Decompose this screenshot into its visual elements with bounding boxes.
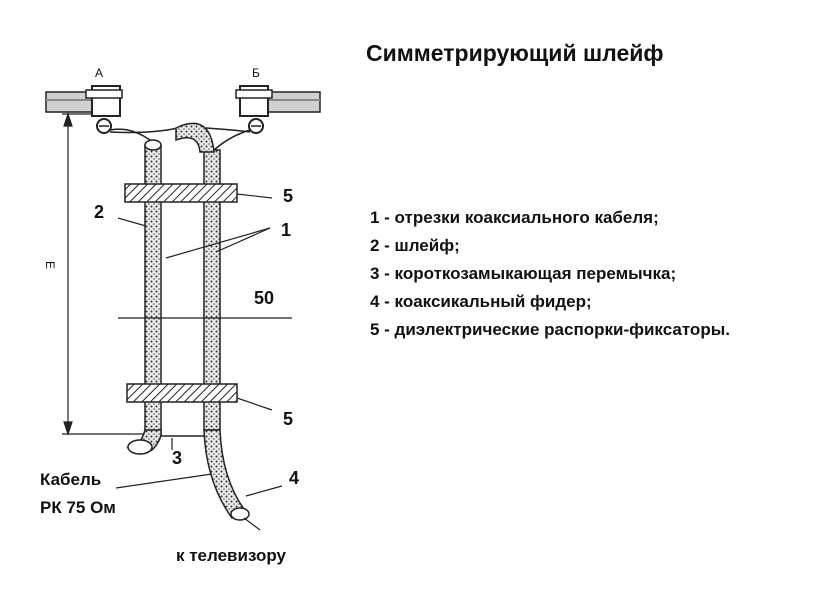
spacer-top: [124, 183, 238, 203]
label-to-tv: к телевизору: [176, 546, 286, 565]
feeder-arrow: [243, 517, 261, 531]
legend-item-1: 1 - отрезки коаксиального кабеля;: [370, 208, 659, 227]
legend-list: 1 - отрезки коаксиального кабеля; 2 - шл…: [370, 204, 730, 344]
label-terminal-b: Б: [252, 66, 260, 80]
top-arch: [175, 122, 215, 153]
cable-label-line2: РК 75 Ом: [40, 498, 116, 517]
connection-wires: [109, 127, 251, 151]
clamp-b: [235, 85, 273, 134]
callout-5-bottom: 5: [283, 409, 294, 429]
cable-label-line1: Кабель: [40, 470, 102, 489]
feeder-end: [230, 507, 250, 521]
legend-item-3: 3 - короткозамыкающая перемычка;: [370, 264, 677, 283]
label-terminal-a: А: [95, 66, 104, 80]
callout-5-top: 5: [283, 186, 294, 206]
length-dimension: [62, 112, 150, 436]
page-title: Симметрирующий шлейф: [366, 40, 664, 66]
loop-end: [127, 439, 153, 455]
legend-item-2: 2 - шлейф;: [370, 236, 460, 255]
legend-item-4: 4 - коаксикальный фидер;: [370, 292, 592, 311]
spacer-bottom: [126, 383, 238, 403]
callout-4: 4: [289, 468, 300, 488]
callout-3: 3: [172, 448, 183, 468]
leader-lines: [115, 193, 283, 497]
callout-2: 2: [94, 202, 105, 222]
clamp-a: [85, 85, 123, 134]
label-length-mark: Е: [43, 260, 58, 270]
legend-item-5: 5 - диэлектрические распорки-фиксаторы.: [370, 320, 730, 339]
label-spacing: 50: [254, 288, 275, 308]
callout-1: 1: [281, 220, 292, 240]
